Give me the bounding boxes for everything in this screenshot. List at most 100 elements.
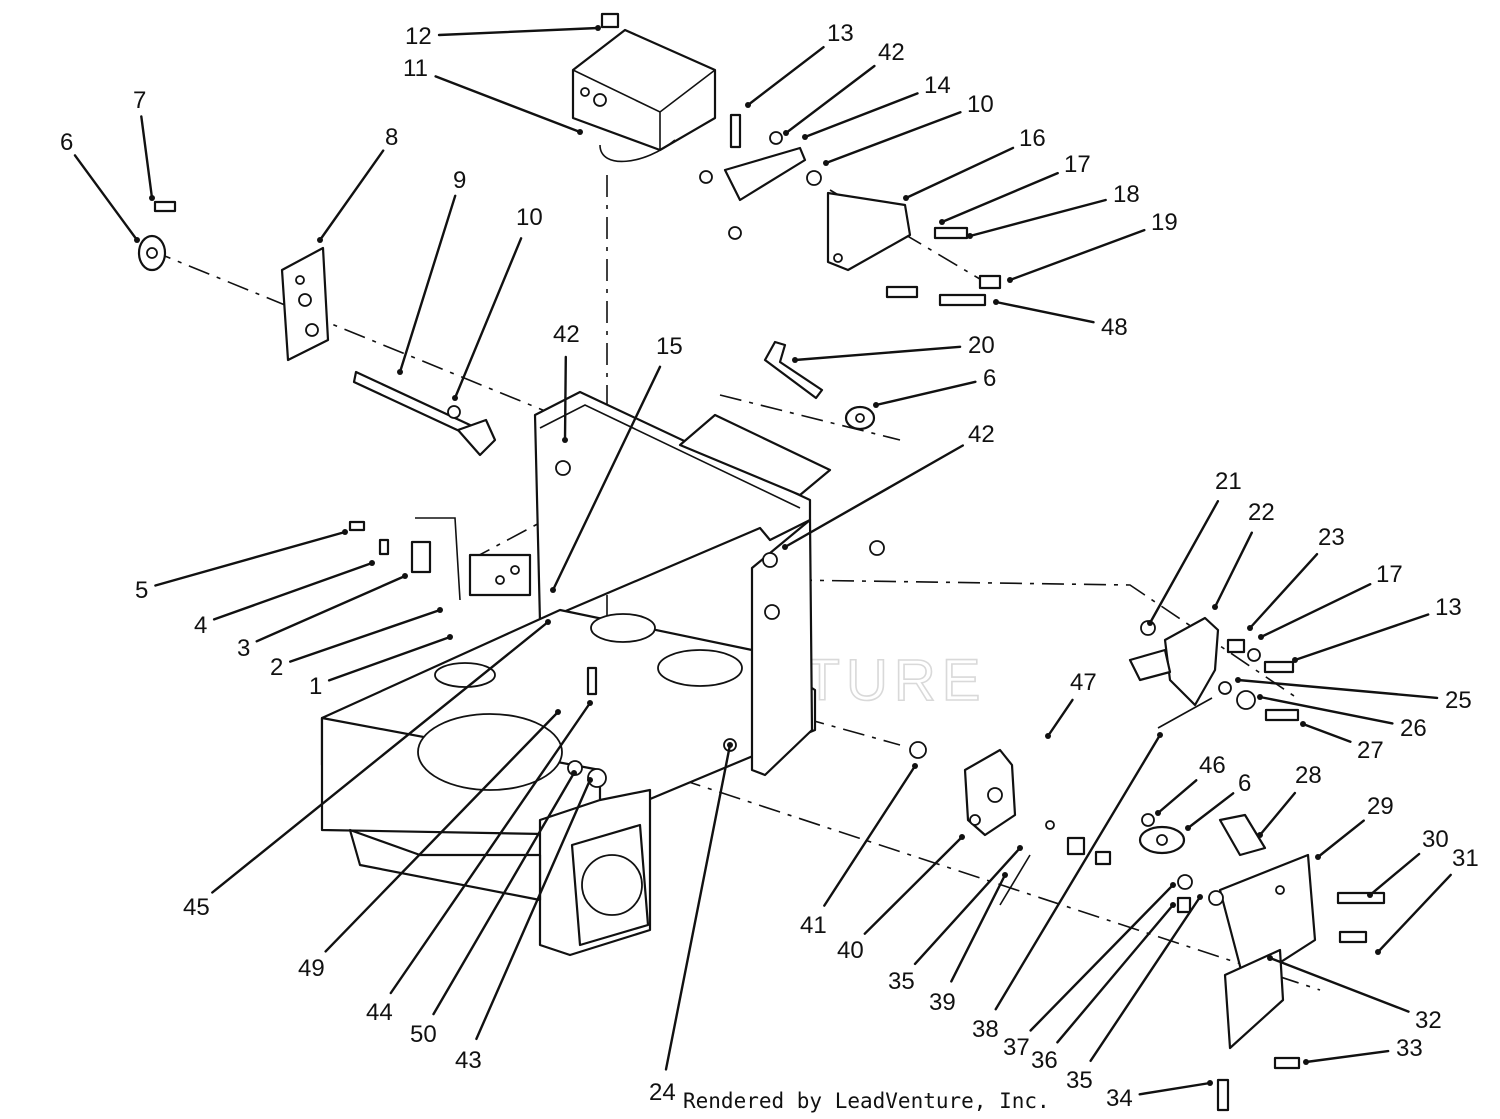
leader-dot [1300, 721, 1306, 727]
callout-23: 23 [1247, 524, 1345, 631]
leader-line [437, 26, 600, 37]
callout-45: 45 [183, 619, 551, 921]
callout-19: 19 [1007, 209, 1178, 283]
leader-dot [912, 763, 918, 769]
leader-line [746, 46, 825, 107]
leader-line [664, 743, 732, 1071]
callout-42: 42 [782, 421, 995, 550]
callout-34: 34 [1106, 1080, 1213, 1112]
credit-text: Rendered by LeadVenture, Inc. [683, 1089, 1050, 1113]
callout-35: 35 [1066, 894, 1203, 1094]
leader-dot [545, 619, 551, 625]
callout-number: 26 [1400, 715, 1427, 742]
leader-line [1138, 1081, 1212, 1096]
callout-20: 20 [792, 332, 995, 363]
leader-dot [550, 587, 556, 593]
callout-number: 42 [968, 421, 995, 448]
leader-line [318, 149, 385, 242]
leader-dot [745, 102, 751, 108]
leader-dot [587, 700, 593, 706]
callout-number: 5 [135, 577, 148, 604]
leader-line [1248, 553, 1319, 630]
callout-number: 9 [453, 167, 466, 194]
callout-number: 38 [972, 1016, 999, 1043]
callout-number: 35 [1066, 1067, 1093, 1094]
callout-41: 41 [800, 763, 918, 939]
leader-line [1258, 791, 1297, 837]
leader-dot [134, 237, 140, 243]
callout-number: 22 [1248, 499, 1275, 526]
callout-17: 17 [939, 151, 1091, 225]
callout-number: 34 [1106, 1085, 1133, 1112]
callout-number: 13 [827, 20, 854, 47]
leader-line [1156, 779, 1198, 815]
callout-25: 25 [1235, 677, 1472, 714]
leader-line [211, 620, 550, 894]
leader-line [327, 635, 452, 682]
leader-dot [1247, 625, 1253, 631]
callout-number: 19 [1151, 209, 1178, 236]
callout-number: 46 [1199, 752, 1226, 779]
callout-number: 8 [385, 124, 398, 151]
callout-2: 2 [270, 607, 443, 681]
leader-line [913, 846, 1022, 966]
callout-number: 49 [298, 955, 325, 982]
leader-line [432, 771, 576, 1016]
callout-number: 7 [133, 87, 146, 114]
callout-number: 20 [968, 332, 995, 359]
leader-line [389, 701, 592, 995]
callout-28: 28 [1257, 762, 1322, 838]
callout-number: 30 [1422, 826, 1449, 853]
leader-dot [1267, 955, 1273, 961]
callout-38: 38 [972, 732, 1163, 1043]
callout-number: 31 [1452, 845, 1479, 872]
callout-31: 31 [1375, 845, 1479, 955]
callout-number: 29 [1367, 793, 1394, 820]
leader-dot [1257, 694, 1263, 700]
callout-47: 47 [1045, 669, 1097, 739]
leader-line [1258, 695, 1394, 725]
callout-number: 28 [1295, 762, 1322, 789]
callout-6: 6 [873, 365, 996, 408]
callout-3: 3 [237, 573, 408, 662]
callout-number: 42 [878, 39, 905, 66]
callout-number: 25 [1445, 687, 1472, 714]
leader-line [73, 154, 139, 242]
leader-line [1089, 895, 1202, 1063]
leader-line [1056, 903, 1175, 1044]
callout-12: 12 [405, 23, 601, 50]
callout-number: 35 [888, 968, 915, 995]
leader-line [1304, 1049, 1390, 1064]
callout-number: 16 [1019, 125, 1046, 152]
callout-number: 32 [1415, 1007, 1442, 1034]
callout-number: 18 [1113, 181, 1140, 208]
leader-dot [402, 573, 408, 579]
leader-dot [782, 544, 788, 550]
callout-number: 1 [309, 673, 322, 700]
leader-dot [1258, 634, 1264, 640]
leader-line [940, 171, 1059, 224]
callout-8: 8 [317, 124, 398, 243]
leader-line [1376, 873, 1452, 954]
callout-number: 6 [60, 129, 73, 156]
leader-dot [1007, 277, 1013, 283]
leader-dot [1315, 854, 1321, 860]
leader-dot [587, 777, 593, 783]
callout-5: 5 [135, 529, 348, 604]
callout-24: 24 [649, 742, 733, 1106]
callout-number: 17 [1376, 561, 1403, 588]
leader-dot [1375, 949, 1381, 955]
leader-line [824, 110, 962, 165]
leader-dot [1170, 902, 1176, 908]
leader-dot [149, 195, 155, 201]
leader-dot [595, 25, 601, 31]
callout-number: 13 [1435, 594, 1462, 621]
leader-line [1301, 722, 1352, 743]
callout-30: 30 [1367, 826, 1449, 898]
callout-number: 50 [410, 1021, 437, 1048]
callout-36: 36 [1031, 902, 1176, 1074]
callout-21: 21 [1147, 468, 1242, 626]
callout-number: 10 [516, 204, 543, 231]
leader-dot [1197, 894, 1203, 900]
